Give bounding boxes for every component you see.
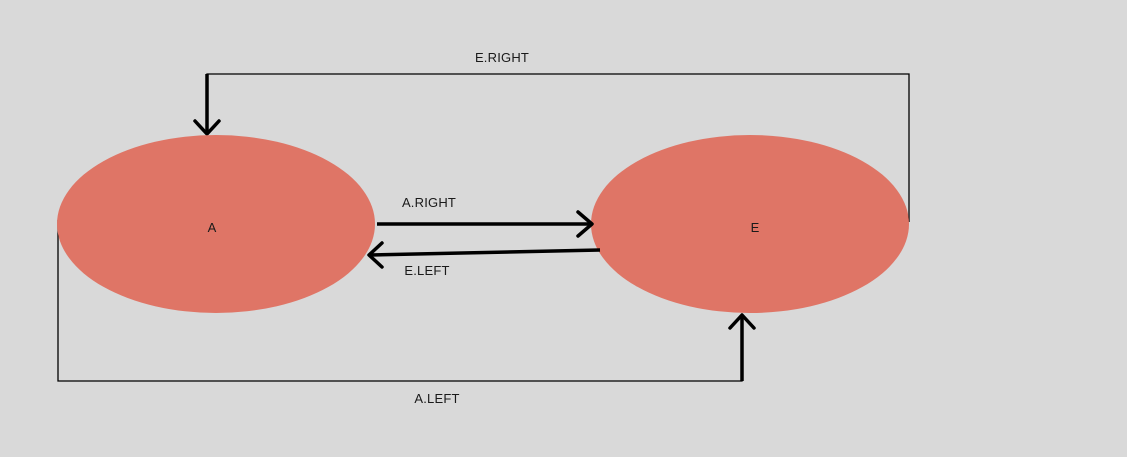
node-a-shape (57, 135, 375, 313)
arrowhead-icon (576, 210, 594, 238)
node-a[interactable]: A (57, 135, 375, 313)
node-a-label: A (208, 220, 217, 235)
edge-label-a-right: A.RIGHT (402, 195, 456, 210)
arrowhead-icon (367, 241, 384, 269)
edge-e-left-line (369, 248, 601, 257)
edge-e-left (367, 241, 601, 269)
edge-a-left (57, 220, 756, 382)
edge-label-e-right: E.RIGHT (475, 50, 529, 65)
edge-label-e-left: E.LEFT (404, 263, 449, 278)
arrowhead-icon (193, 119, 221, 136)
arrowhead-icon (728, 313, 756, 330)
node-e-shape (591, 135, 909, 313)
edge-a-right (377, 210, 594, 238)
node-e-label: E (751, 220, 760, 235)
edge-label-a-left: A.LEFT (414, 391, 459, 406)
edge-e-right (193, 73, 910, 222)
node-e[interactable]: E (591, 135, 909, 313)
